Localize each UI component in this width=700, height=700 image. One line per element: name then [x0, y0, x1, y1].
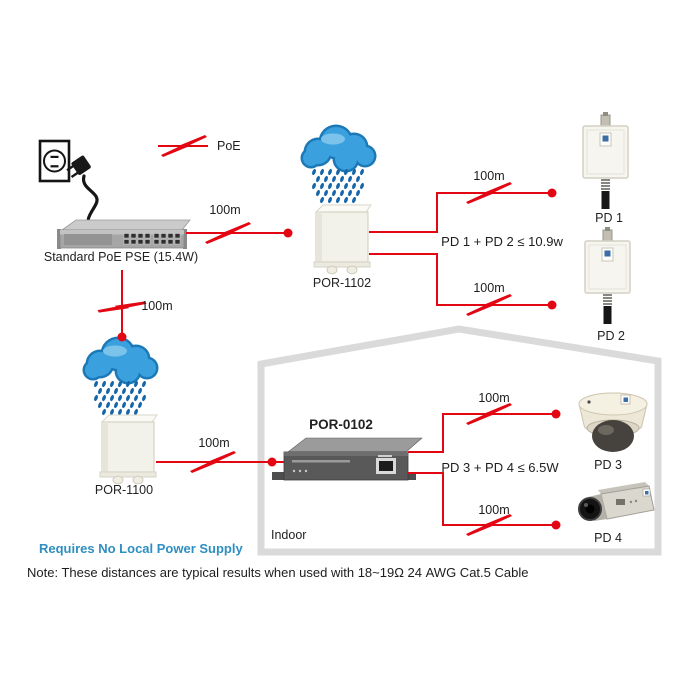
pd3-dome-camera — [578, 392, 648, 452]
distance-label-1100-0102: 100m — [198, 436, 230, 450]
pd2-device — [584, 226, 631, 325]
pd1-device — [582, 111, 629, 210]
no-local-power-note: Requires No Local Power Supply — [39, 541, 243, 556]
indoor-label: Indoor — [271, 528, 307, 542]
distance-label-pd1: 100m — [473, 169, 505, 183]
distance-label-pd2: 100m — [473, 281, 505, 295]
por-1100-label: POR-1100 — [94, 483, 154, 497]
poe-legend-label: PoE — [217, 139, 241, 153]
pd4-box-camera — [578, 482, 655, 521]
por-1102-device — [313, 204, 372, 275]
distance-label-pse-1100: 100m — [141, 299, 173, 313]
rain-cloud-icon — [82, 336, 159, 416]
indoor-house-outline — [257, 325, 662, 556]
distance-label-pd4: 100m — [478, 503, 510, 517]
por-0102-device — [272, 437, 423, 481]
pse-label: Standard PoE PSE (15.4W) — [43, 250, 199, 264]
pse-switch-device — [57, 219, 191, 249]
cable-note: Note: These distances are typical result… — [27, 565, 529, 580]
por-1100-device — [99, 414, 158, 485]
por-1102-label: POR-1102 — [312, 276, 372, 290]
pd34-power-budget: PD 3 + PD 4 ≤ 6.5W — [441, 460, 559, 475]
pd12-power-budget: PD 1 + PD 2 ≤ 10.9w — [441, 234, 563, 249]
pd1-label: PD 1 — [595, 211, 623, 225]
pd3-label: PD 3 — [594, 458, 622, 472]
distance-label-pd3: 100m — [478, 391, 510, 405]
link-endpoint-dots — [117, 188, 561, 530]
power-outlet-icon — [38, 139, 71, 183]
por-0102-label: POR-0102 — [309, 417, 373, 432]
pd2-label: PD 2 — [597, 329, 625, 343]
pd4-label: PD 4 — [594, 531, 622, 545]
rain-cloud-icon — [300, 124, 377, 204]
distance-label-pse-1102: 100m — [209, 203, 241, 217]
